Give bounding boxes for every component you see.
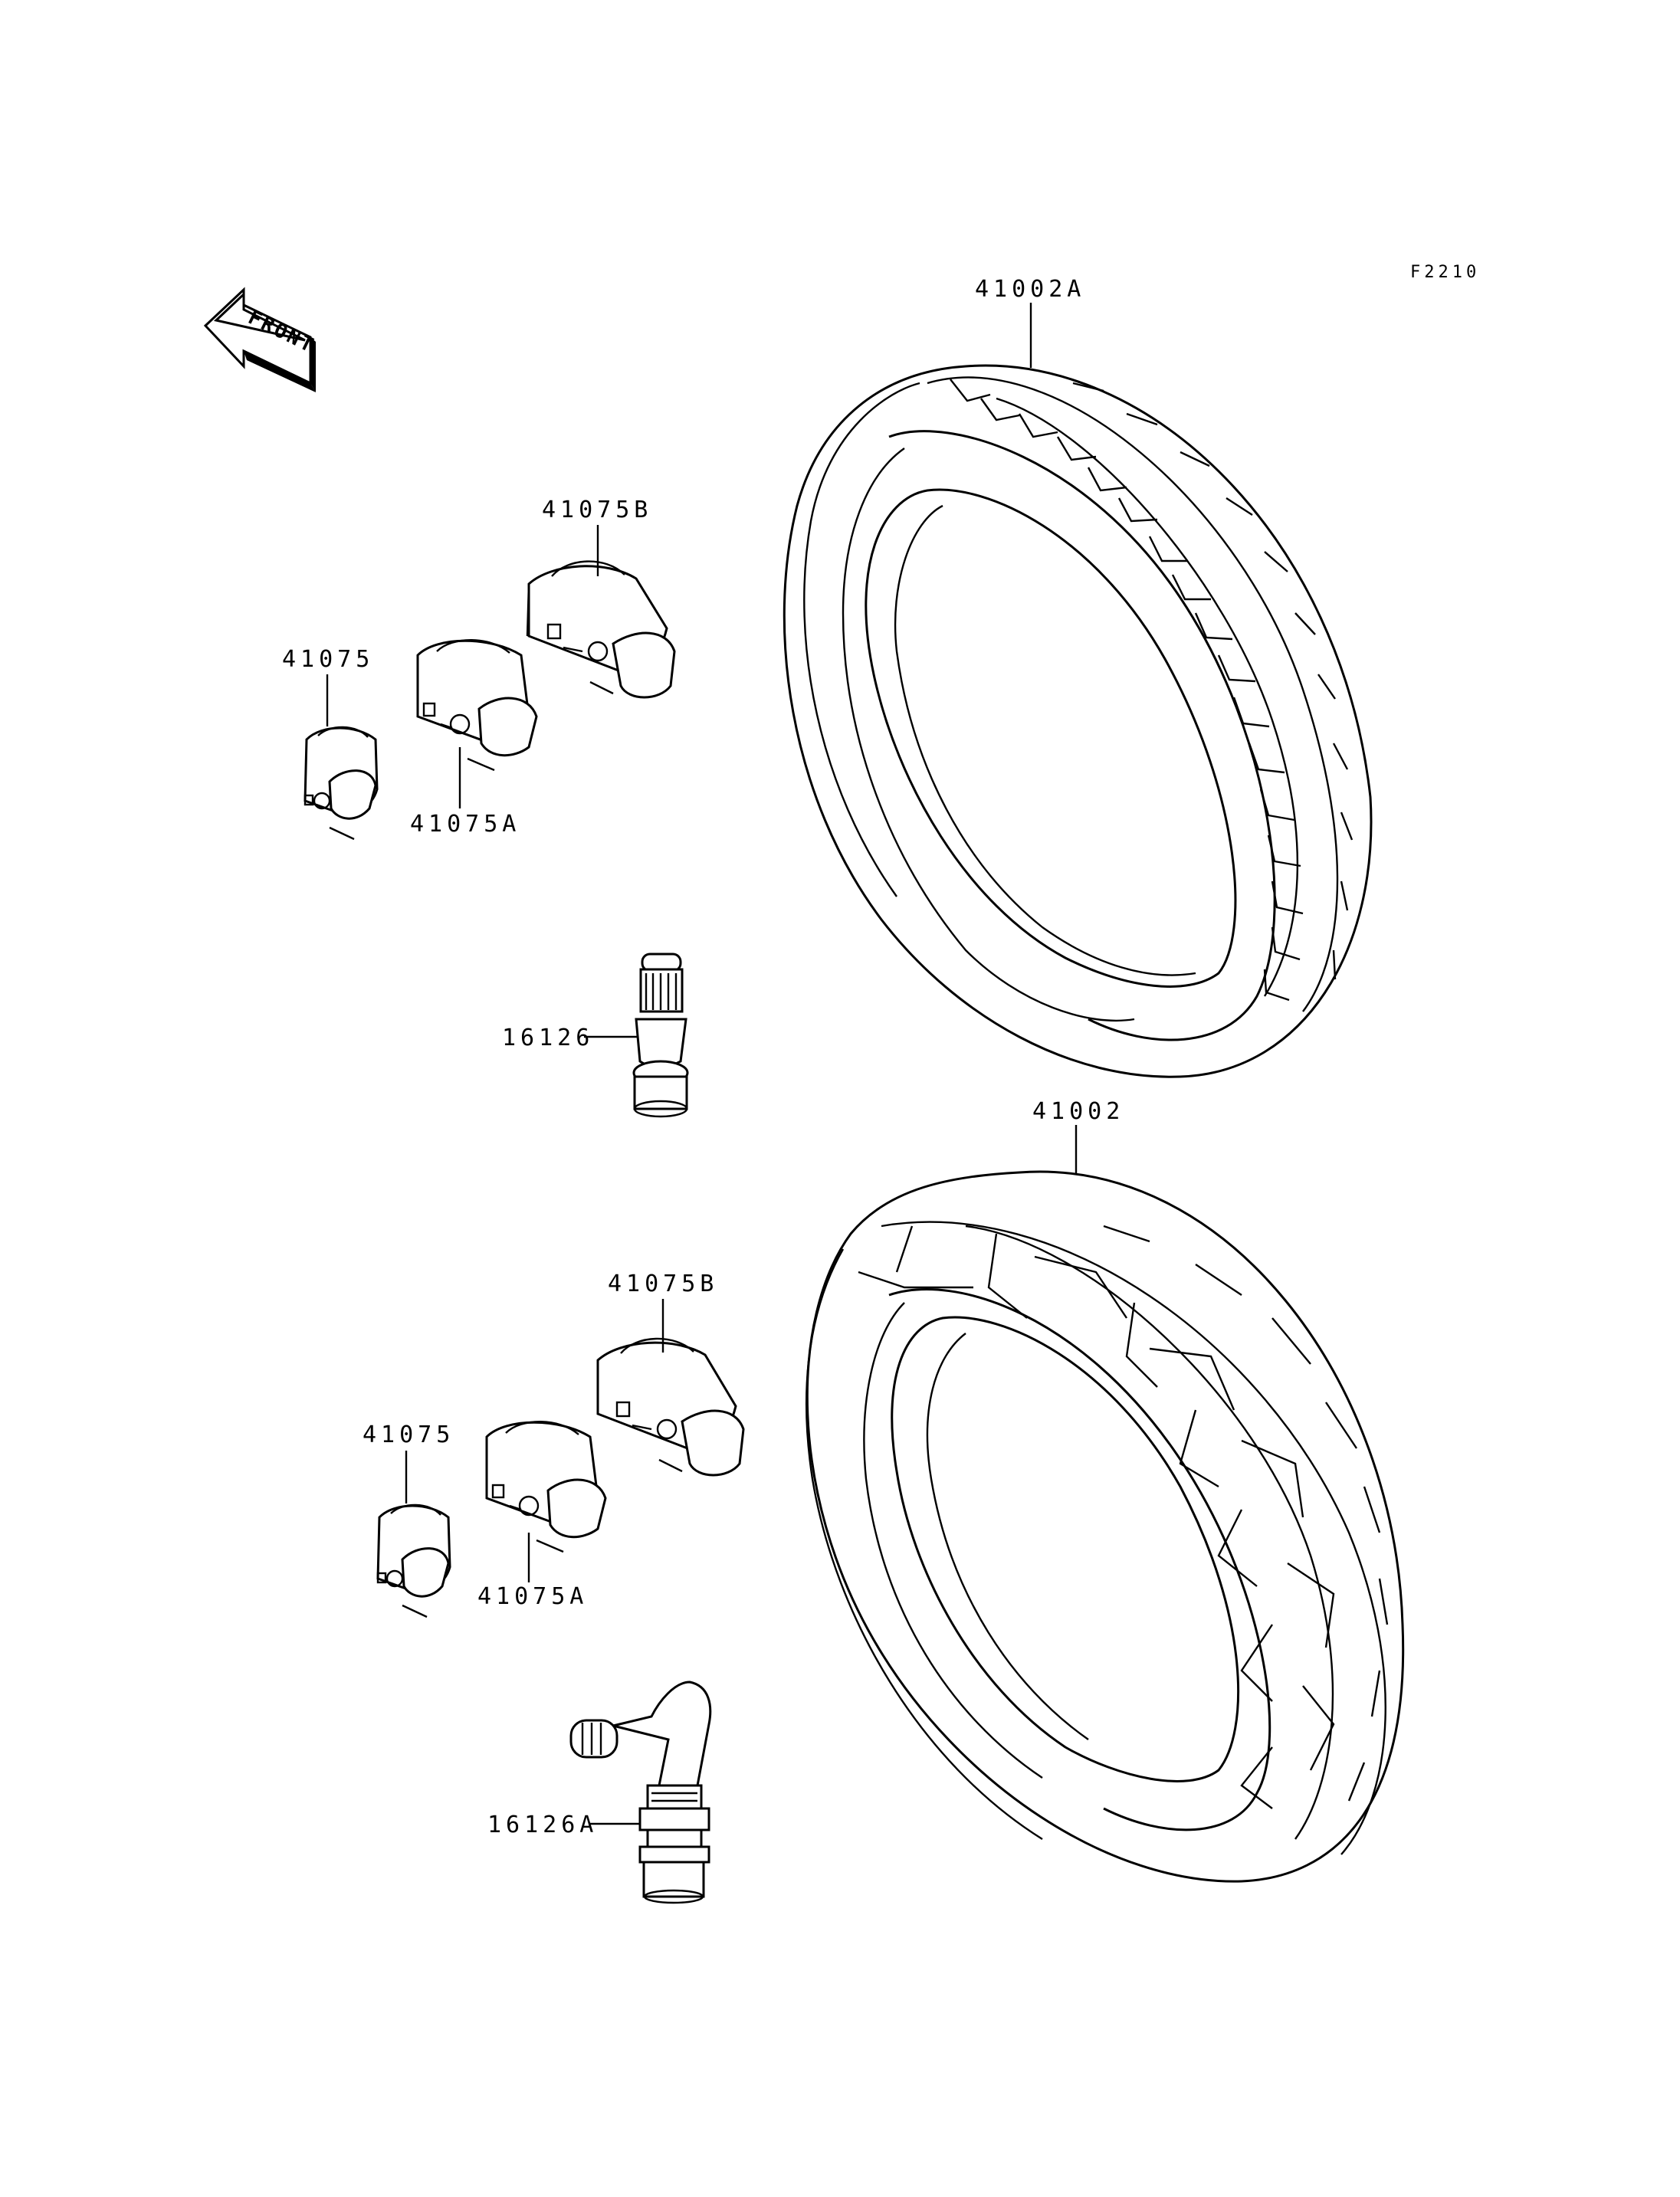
rear-weight-a [485, 1421, 607, 1553]
callout-rear-weight-b: 41075B [608, 1271, 718, 1297]
rear-tire [805, 1170, 1405, 1883]
front-arrow-icon: FRONT [203, 287, 319, 392]
callout-front-tire: 41002A [975, 276, 1085, 303]
callout-rear-weight: 41075 [363, 1421, 454, 1448]
callout-rear-valve: 16126A [487, 1812, 598, 1838]
callout-rear-weight-a: 41075A [477, 1583, 588, 1610]
front-weight [304, 726, 379, 841]
callout-front-valve: 16126 [502, 1025, 594, 1051]
callout-front-weight-a: 41075A [410, 811, 520, 838]
diagram-code: F2210 [1410, 263, 1480, 282]
callout-rear-tire: 41002 [1032, 1098, 1124, 1125]
rear-weight-b [596, 1337, 745, 1477]
front-weight-a [416, 639, 538, 772]
callout-front-weight-b: 41075B [542, 497, 652, 523]
front-weight-b [526, 560, 676, 699]
rear-weight [376, 1503, 451, 1618]
rear-valve-icon [569, 1681, 712, 1904]
callout-front-weight: 41075 [282, 646, 374, 673]
front-valve-icon [632, 953, 689, 1118]
front-tire [783, 364, 1373, 1078]
